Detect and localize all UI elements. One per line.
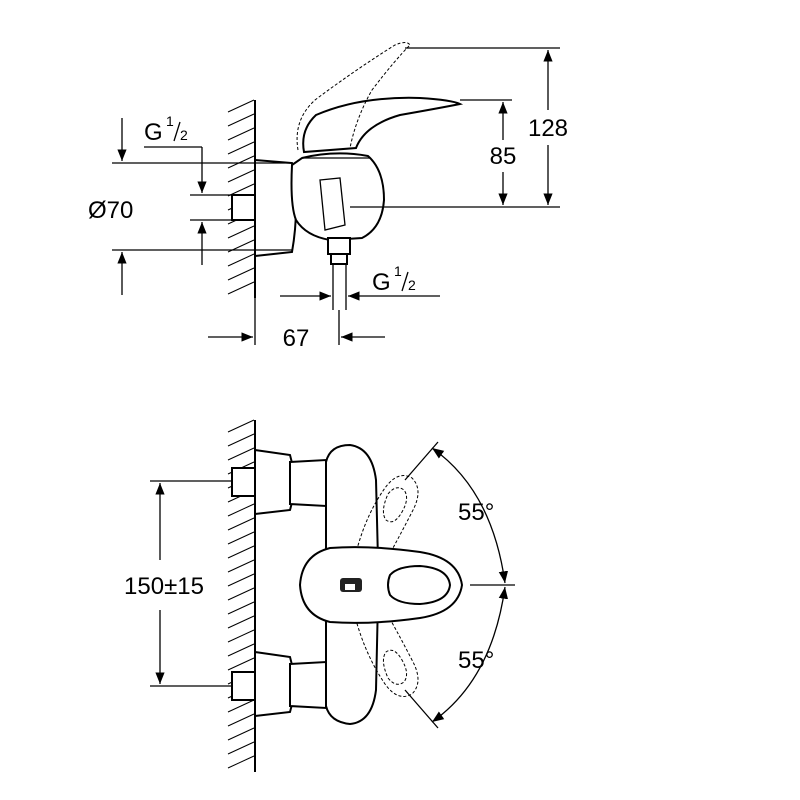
escutcheon-bottom	[254, 650, 295, 718]
thread-label-outlet: G 1 2	[280, 263, 440, 301]
lever-slot	[387, 564, 452, 606]
angle-up-label: 55°	[458, 499, 494, 526]
dim-128: 128	[350, 47, 568, 208]
outlet-nozzle	[327, 237, 351, 255]
arm-bottom	[289, 660, 327, 710]
wall-inlet-fitting	[231, 194, 256, 221]
lever-ghost-side	[296, 42, 411, 151]
thread-wall-num: 1	[166, 113, 174, 129]
thread-outlet-num: 1	[394, 263, 402, 279]
angle-arc: 55° 55°	[404, 441, 515, 729]
thread-outlet-den: 2	[408, 277, 416, 293]
indicator-dot	[345, 584, 355, 590]
escutcheon-top	[254, 448, 295, 516]
dim-150-label: 150±15	[124, 573, 204, 600]
inlet-top-fitting	[231, 467, 256, 497]
arm-top	[289, 458, 327, 508]
thread-label-wall: G 1 2	[144, 113, 232, 265]
dim-150: 150±15	[124, 480, 232, 687]
thread-outlet-letter: G	[372, 269, 391, 296]
dim-128-label: 128	[528, 115, 568, 142]
lever-ghost-up	[351, 475, 419, 576]
dim-85: 85	[460, 99, 517, 205]
side-view: 128 85 Ø70 G 1 2	[88, 42, 568, 352]
dim-85-label: 85	[490, 143, 517, 170]
outlet-thread	[330, 253, 348, 265]
escutcheon-side	[254, 158, 297, 258]
thread-wall-den: 2	[180, 127, 188, 143]
thread-wall-letter: G	[144, 119, 163, 146]
angle-down-label: 55°	[458, 647, 494, 674]
dim-diameter: Ø70	[88, 118, 292, 295]
body-recess	[319, 177, 346, 231]
lever-side	[302, 96, 464, 154]
front-view: 150±15 55° 55°	[124, 419, 515, 772]
inlet-bottom-fitting	[231, 671, 256, 701]
dim-diameter-label: Ø70	[88, 197, 133, 224]
mixer-body-side	[290, 152, 386, 242]
dim-67-label: 67	[283, 325, 310, 352]
dim-67: 67	[208, 298, 385, 352]
